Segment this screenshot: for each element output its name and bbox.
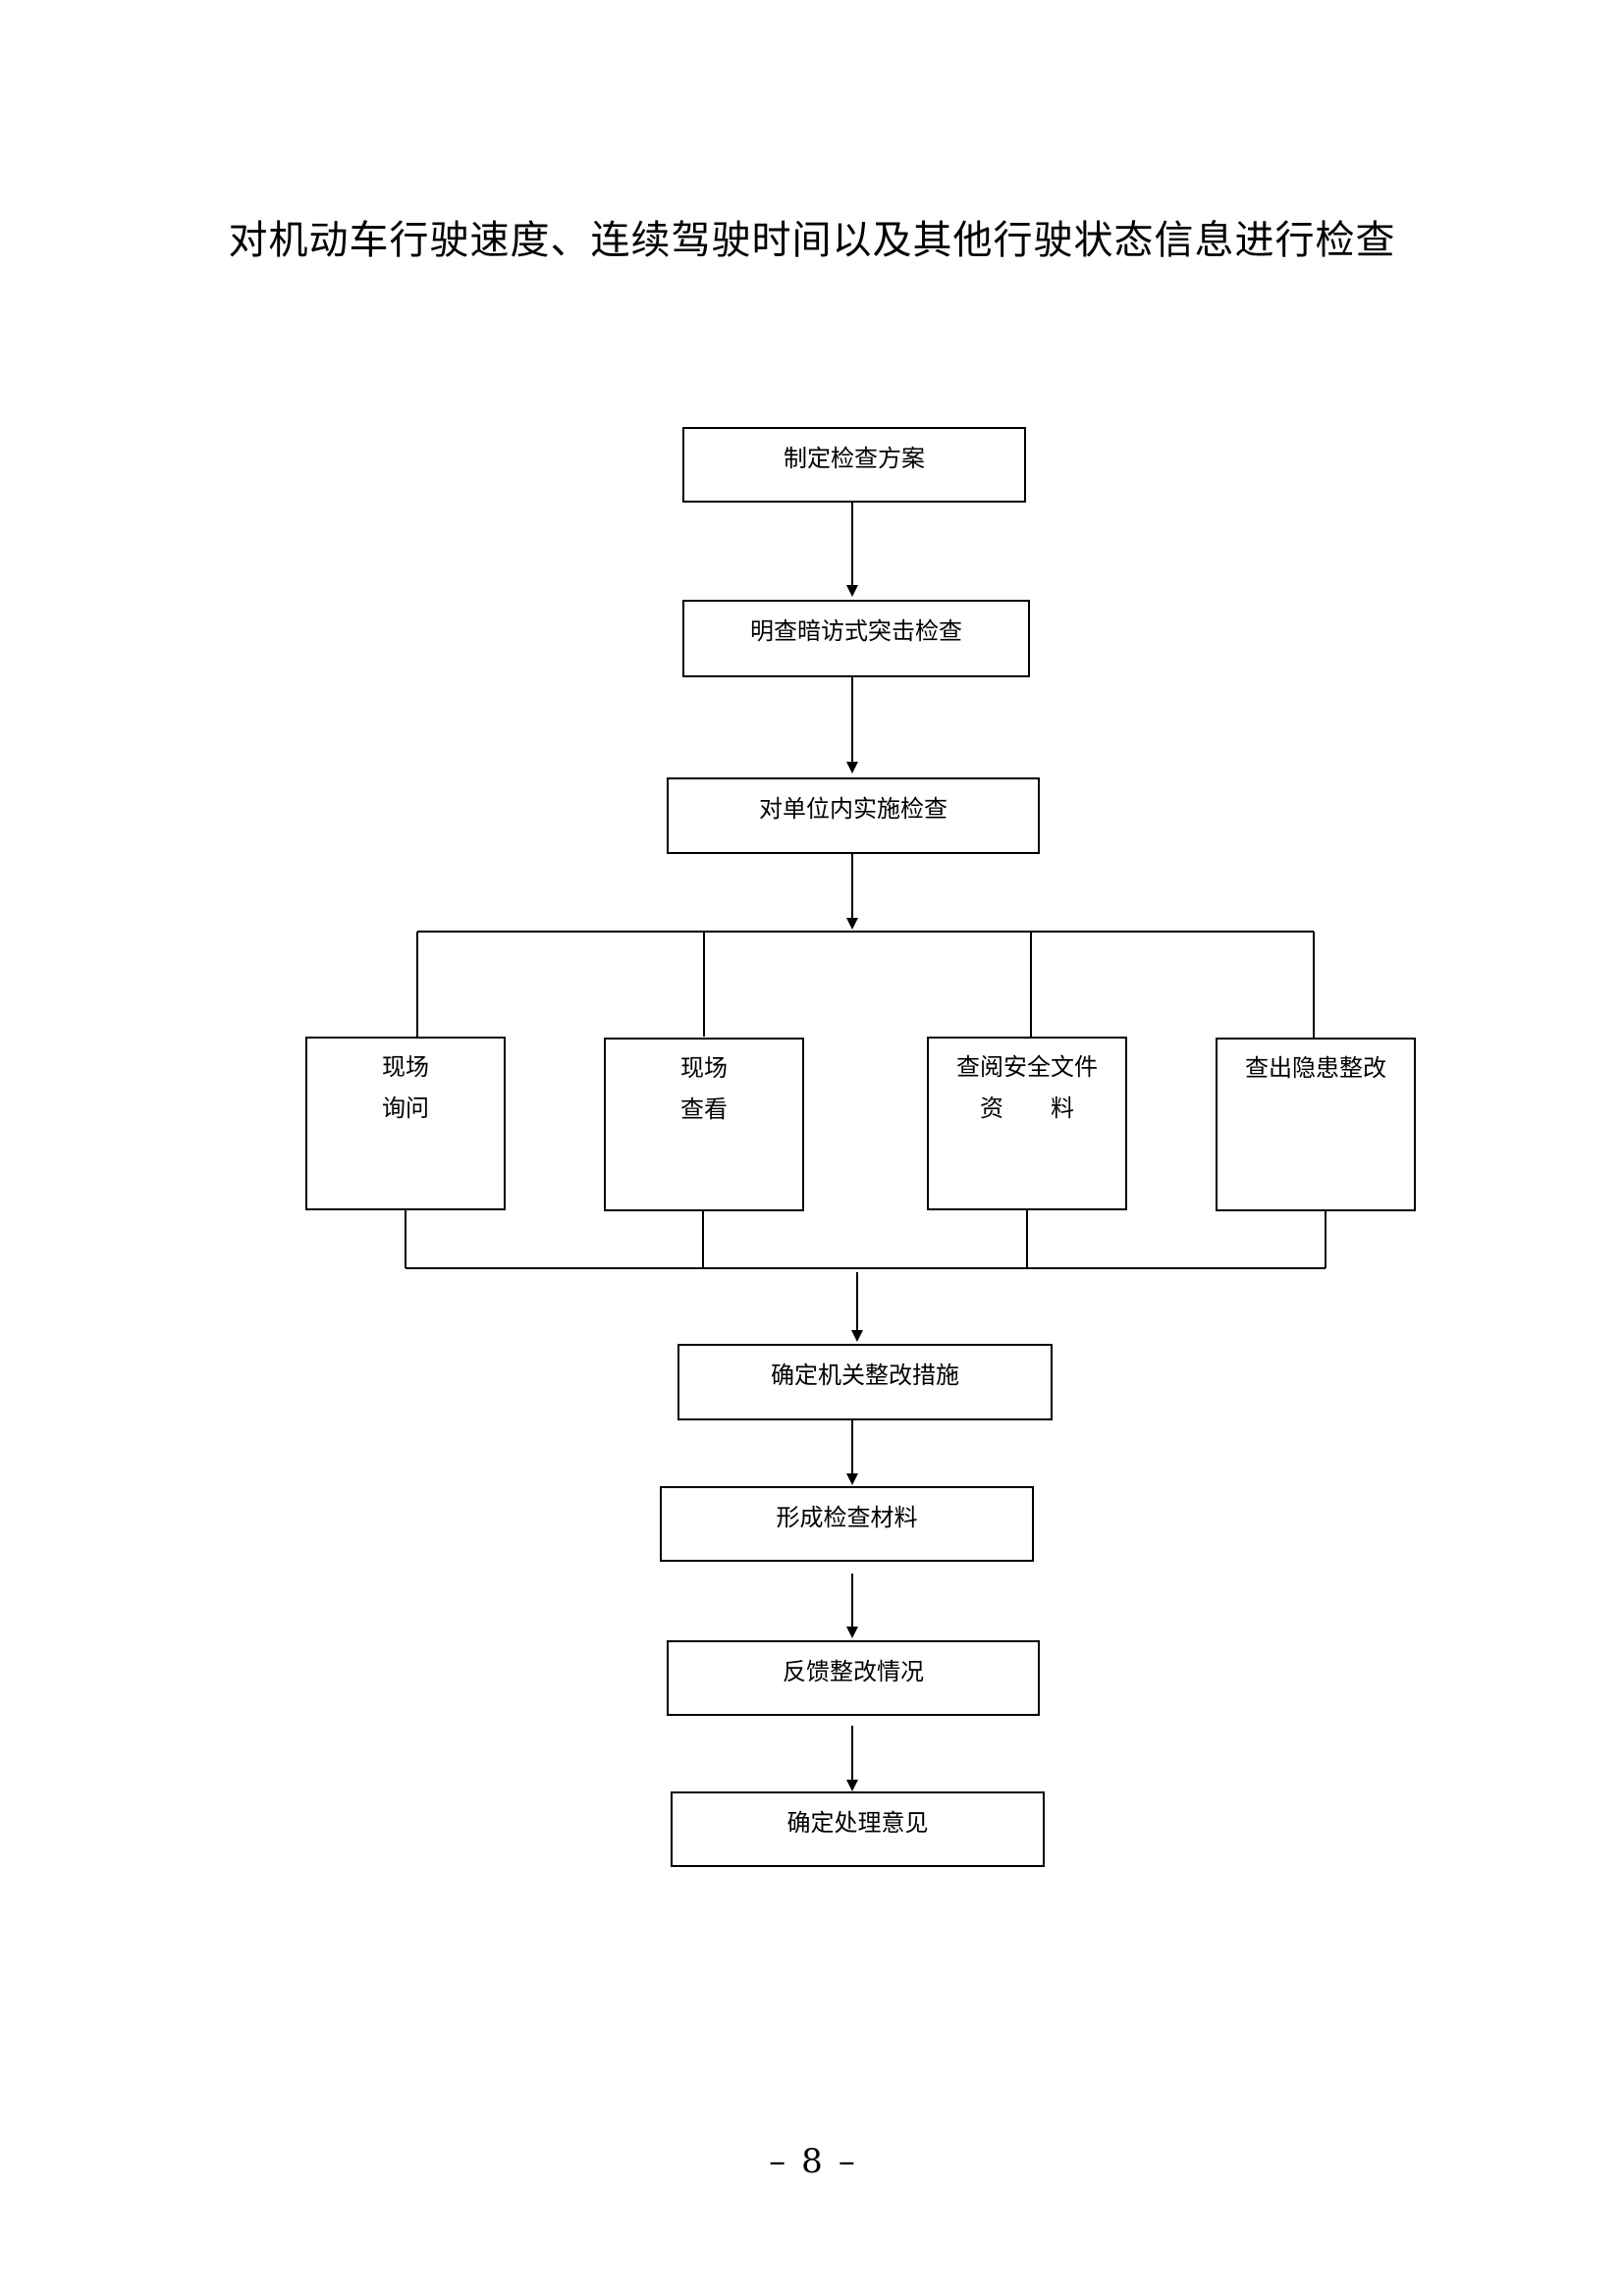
page-number-value: 8 xyxy=(801,2142,823,2181)
page-number-dash-left: – xyxy=(769,2142,786,2181)
branch-interview-line2: 询问 xyxy=(382,1095,429,1122)
page-number: –8– xyxy=(0,2140,1624,2183)
branch-box-onsite-view: 现场 查看 xyxy=(604,1038,804,1211)
step-plan-box: 制定检查方案 xyxy=(682,427,1026,503)
step-feedback-label: 反馈整改情况 xyxy=(783,1658,924,1685)
step-plan-label: 制定检查方案 xyxy=(784,445,925,472)
branch-onsite-view-line1: 现场 xyxy=(680,1054,728,1082)
branch-review-documents-line1: 查阅安全文件 xyxy=(956,1053,1098,1081)
step-unit-check-label: 对单位内实施检查 xyxy=(759,795,947,823)
step-inspect-mode-label: 明查暗访式突击检查 xyxy=(750,617,962,645)
step-materials-box: 形成检查材料 xyxy=(660,1486,1034,1562)
step-materials-label: 形成检查材料 xyxy=(776,1504,918,1531)
branch-box-hazard-rectify: 查出隐患整改 xyxy=(1216,1038,1416,1211)
page-title: 对机动车行驶速度、连续驾驶时间以及其他行驶状态信息进行检查 xyxy=(228,218,1396,263)
branch-hazard-rectify-line1: 查出隐患整改 xyxy=(1245,1054,1386,1082)
step-measures-label: 确定机关整改措施 xyxy=(771,1362,959,1389)
branch-interview-line1: 现场 xyxy=(382,1053,429,1081)
page-number-dash-right: – xyxy=(838,2142,855,2181)
step-opinion-box: 确定处理意见 xyxy=(671,1791,1045,1867)
branch-box-review-documents: 查阅安全文件 资 料 xyxy=(927,1037,1127,1210)
step-opinion-label: 确定处理意见 xyxy=(786,1809,929,1837)
step-feedback-box: 反馈整改情况 xyxy=(667,1640,1040,1716)
branch-onsite-view-line2: 查看 xyxy=(680,1095,728,1123)
step-measures-box: 确定机关整改措施 xyxy=(677,1344,1053,1420)
step-inspect-mode-box: 明查暗访式突击检查 xyxy=(682,600,1030,677)
branch-box-interview: 现场 询问 xyxy=(305,1037,506,1210)
branch-review-documents-line2: 资 料 xyxy=(980,1095,1074,1122)
step-unit-check-box: 对单位内实施检查 xyxy=(667,777,1040,854)
